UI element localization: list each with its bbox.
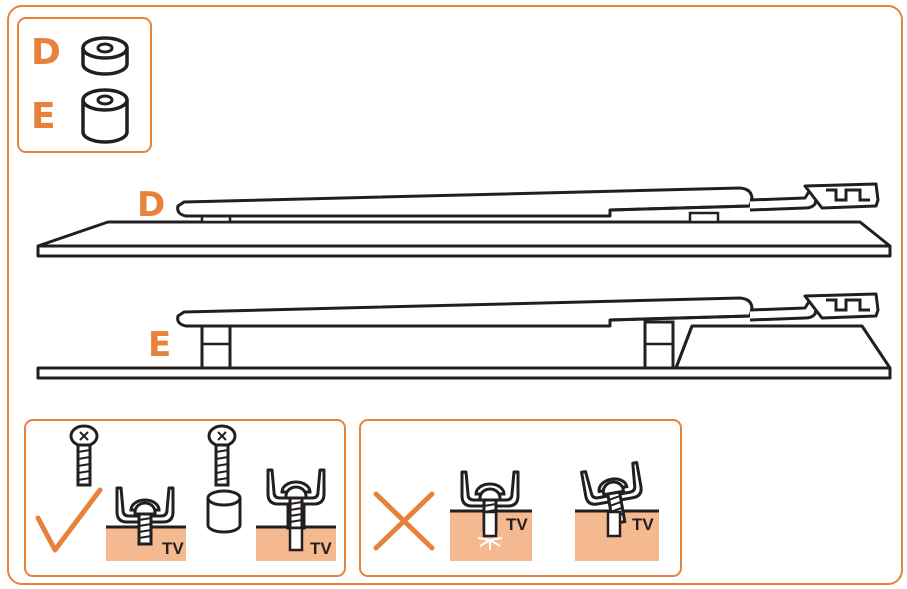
correct-usage-panel: TV TV <box>24 419 346 577</box>
tv-mount-spacer-screw: TV <box>256 468 336 561</box>
loose-screw-icon-2 <box>207 424 237 487</box>
tv-mount-screw-too-long: TV <box>450 470 532 561</box>
tall-spacer-left <box>200 320 232 370</box>
bracket-plate-d <box>176 186 754 218</box>
diagram-e-label: E <box>148 325 171 365</box>
loose-screw-icon <box>69 424 99 487</box>
short-spacer-icon <box>81 36 129 76</box>
diagram-e: E <box>36 292 892 380</box>
diagram-d: D <box>36 182 892 258</box>
tv-label-correct-2: TV <box>310 539 332 558</box>
spacer-legend: D E <box>17 17 152 153</box>
tv-mount-tilted-bracket: TV <box>575 461 659 561</box>
damage-sparks-icon <box>477 537 503 550</box>
tv-label-correct-1: TV <box>162 539 184 558</box>
tv-label-incorrect-2: TV <box>632 515 654 534</box>
spacer-icon <box>206 489 242 534</box>
checkmark-icon <box>35 487 103 553</box>
outer-frame <box>7 5 903 585</box>
tall-spacer-right <box>643 320 675 370</box>
tv-label-incorrect-1: TV <box>506 515 528 534</box>
legend-label-e: E <box>31 96 56 137</box>
diagram-d-label: D <box>137 185 165 225</box>
tv-mount-short-screw: TV <box>106 486 186 561</box>
tall-spacer-icon <box>81 88 129 144</box>
tv-panel-d <box>36 220 892 258</box>
cross-icon <box>373 491 435 551</box>
incorrect-usage-panel: TV TV <box>359 419 682 577</box>
legend-label-d: D <box>31 32 61 73</box>
